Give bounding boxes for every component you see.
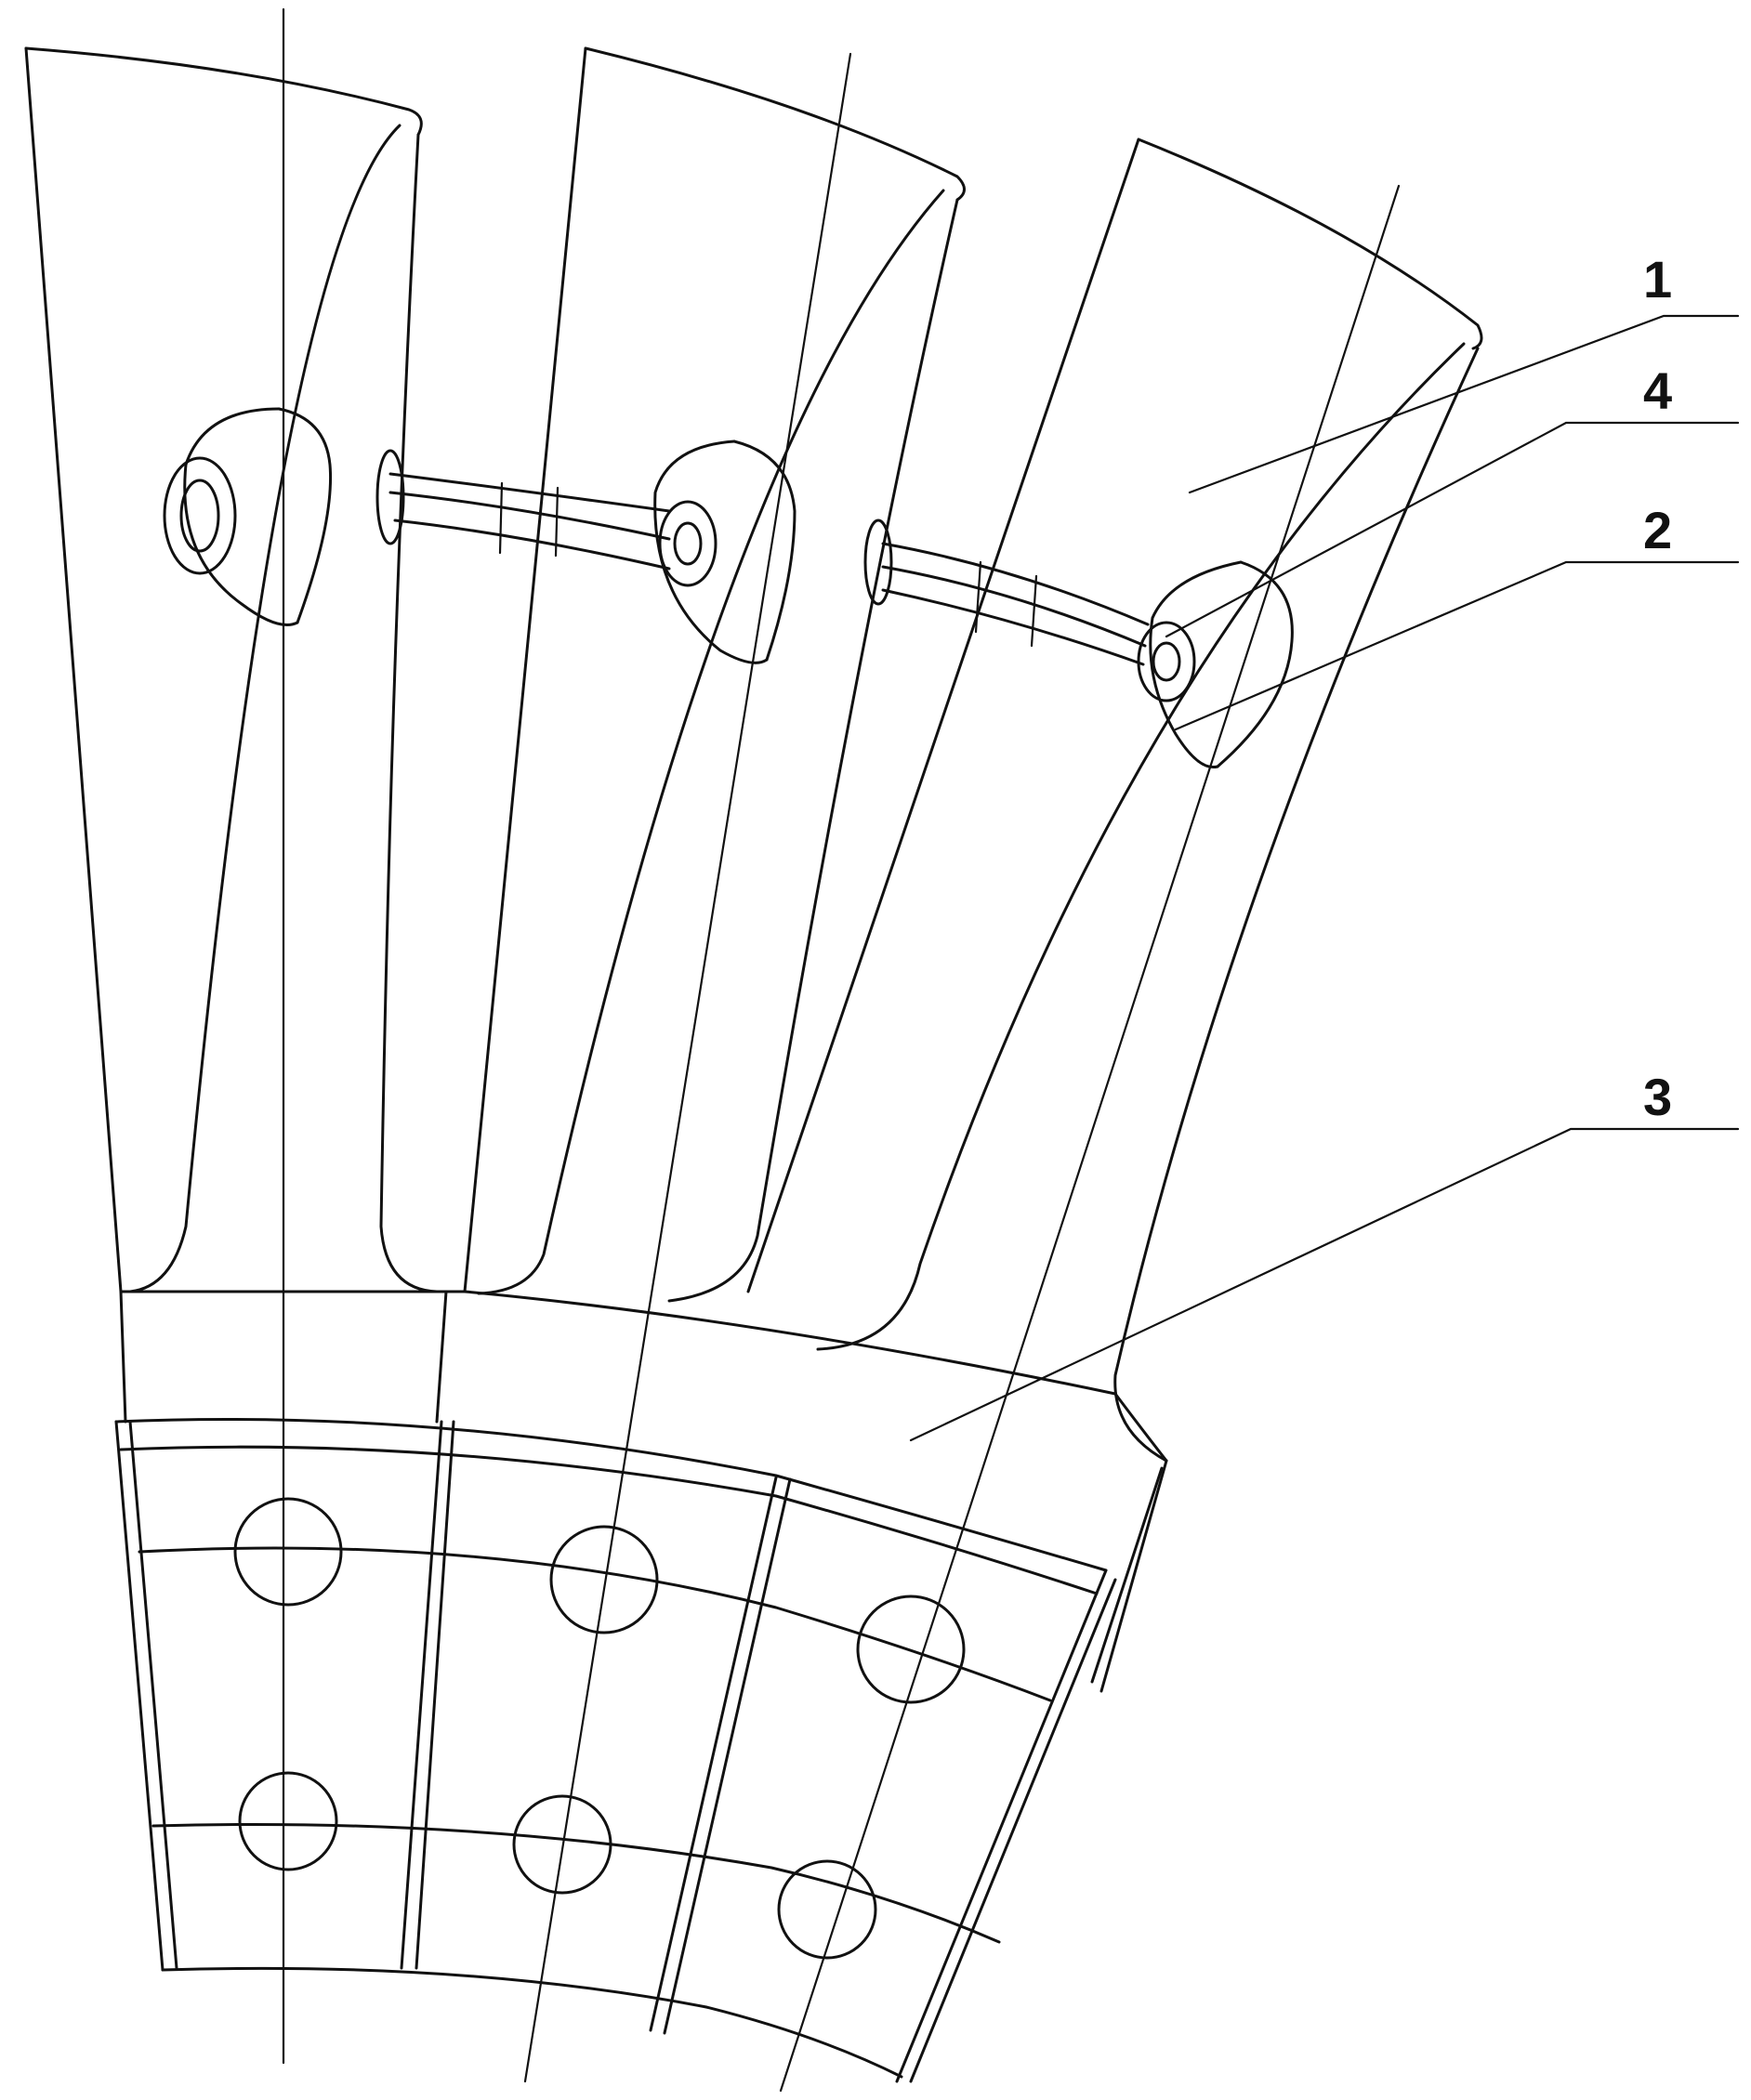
snubber-bosses bbox=[163, 407, 1294, 769]
callout-label-4: 4 bbox=[1643, 361, 1672, 420]
blade-middle bbox=[463, 46, 966, 1303]
centre-lines bbox=[282, 7, 1401, 2093]
callout-label-1: 1 bbox=[1643, 250, 1672, 308]
callout-label-2: 2 bbox=[1643, 501, 1672, 559]
blade-right bbox=[746, 138, 1483, 1463]
callout-label-3: 3 bbox=[1643, 1068, 1672, 1126]
lacing-wire bbox=[375, 449, 1150, 666]
blade-left bbox=[24, 46, 467, 1293]
callouts: 1 4 2 3 bbox=[909, 250, 1740, 1442]
blade-roots bbox=[114, 1290, 1168, 2083]
